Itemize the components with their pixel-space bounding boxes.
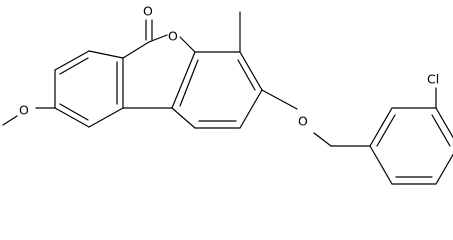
ring-oxygen-label: O xyxy=(168,29,178,44)
central-ring-bond-3 xyxy=(239,51,263,91)
right-ring-bond-1-inner xyxy=(376,114,396,147)
central-ring-bond-4 xyxy=(239,89,263,129)
molecule-structure: O O O O Cl xyxy=(2,4,453,185)
chlorine-label: Cl xyxy=(427,72,439,87)
left-ring-bond-2 xyxy=(88,107,124,128)
right-ring-bond-3 xyxy=(435,107,453,139)
ether-oxygen-label: O xyxy=(298,114,308,129)
left-ring-bond-3-inner xyxy=(59,103,89,121)
left-benzene-ring xyxy=(54,50,124,128)
left-ring-bond-5-inner xyxy=(59,57,89,75)
ether-oxygen-to-methylene-bond xyxy=(313,132,332,147)
right-ring-bond-3-inner xyxy=(431,114,451,147)
central-benzene-ring xyxy=(171,51,263,129)
carbonyl-oxygen-label: O xyxy=(143,4,153,19)
lactone-ring-bonds xyxy=(122,19,196,109)
chlorophenyl-ring xyxy=(369,107,453,185)
central-ring-bond-6 xyxy=(171,107,196,129)
ring-oxygen-to-aryl-bond xyxy=(179,36,196,53)
methoxy-group xyxy=(2,107,56,126)
carbonyl-to-ring-oxygen-bond xyxy=(148,34,168,43)
left-ring-bond-3 xyxy=(54,107,90,128)
central-ring-bond-3-inner xyxy=(237,59,256,91)
benzyl-ether-linkage xyxy=(261,89,371,147)
left-ring-bond-5 xyxy=(54,50,90,71)
methoxy-methyl-bond xyxy=(2,115,18,126)
right-ring-bond-6 xyxy=(369,145,393,185)
central-ring-bond-1 xyxy=(171,51,196,109)
methoxy-oxygen-label: O xyxy=(19,103,29,118)
right-ring-bond-4 xyxy=(435,153,453,185)
right-ring-bond-1 xyxy=(369,107,393,147)
aryl-to-ether-oxygen-bond xyxy=(261,89,298,110)
central-ring-bond-1-inner xyxy=(179,59,199,107)
carbonyl-to-arene-bond xyxy=(122,41,150,59)
left-ring-bond-6 xyxy=(88,50,124,59)
